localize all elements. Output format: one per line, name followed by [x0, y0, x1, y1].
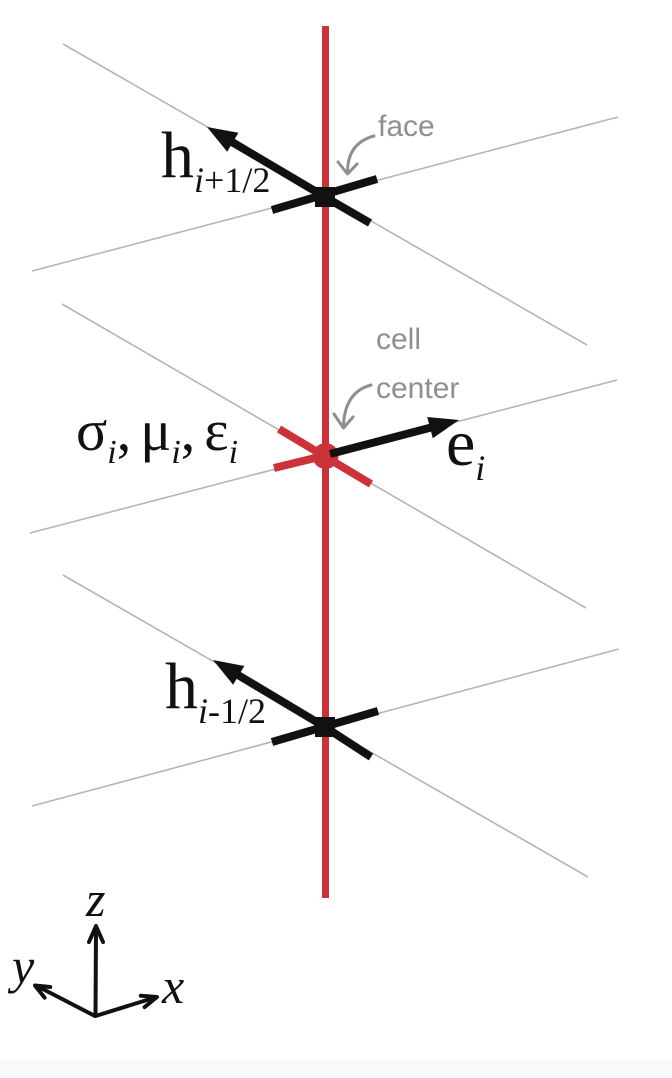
- e-label: ei: [446, 411, 485, 487]
- separator: ,: [116, 398, 132, 463]
- face-pointer-curve: [346, 134, 376, 173]
- axis-x-label: x: [162, 958, 185, 1014]
- h-bottom-label: hi-1/2: [165, 654, 266, 730]
- axis-z-label: z: [86, 871, 106, 927]
- axis-y-arrowhead: [33, 983, 53, 1000]
- h-top-arrow-head: [207, 127, 239, 152]
- cell-center-pointer-head: [332, 412, 355, 430]
- cell-center-annotation-line2: center: [376, 372, 460, 405]
- h-top-label: hi+1/2: [161, 123, 270, 199]
- sigma-symbol: σ: [76, 398, 108, 463]
- axis-y-label: y: [12, 938, 35, 994]
- h-top-label-subscript: i+1/2: [194, 160, 271, 200]
- axis-x-arrowhead: [138, 993, 159, 1010]
- h-bottom-arrow-head: [213, 660, 245, 685]
- mu-subscript: i: [171, 434, 181, 471]
- epsilon-symbol: ε: [204, 398, 229, 463]
- cell-center-annotation-line1: cell: [376, 323, 422, 356]
- e-arrow: [328, 417, 459, 458]
- face-pointer-arrow: [336, 134, 376, 176]
- e-arrow-head: [427, 417, 459, 439]
- sigma-subscript: i: [107, 434, 117, 471]
- h-bottom-arrow: [213, 660, 328, 731]
- cell-center-annotation: cell center: [376, 315, 459, 413]
- axis-y: [35, 984, 97, 1018]
- mu-symbol: μ: [140, 398, 172, 463]
- separator: ,: [180, 398, 196, 463]
- axes-triad: [33, 924, 159, 1018]
- axis-z: [93, 926, 98, 1018]
- e-arrow-shaft: [328, 423, 435, 458]
- axis-x: [93, 995, 157, 1018]
- face-pointer-head: [336, 160, 359, 176]
- h-top-arrow-shaft: [229, 138, 328, 201]
- h-bottom-label-base: h: [165, 650, 198, 723]
- material-properties-label: σi,μi,εi: [76, 402, 238, 470]
- h-top-label-base: h: [161, 119, 194, 192]
- h-bottom-arrow-shaft: [235, 671, 328, 731]
- cell-center-pointer-curve: [342, 383, 373, 427]
- epsilon-subscript: i: [228, 434, 239, 471]
- e-label-base: e: [446, 407, 476, 480]
- bottom-strip: [0, 1060, 672, 1078]
- axis-z-arrowhead: [87, 924, 105, 944]
- cell-center-pointer-arrow: [332, 383, 373, 430]
- h-bottom-label-subscript: i-1/2: [198, 691, 267, 731]
- e-label-subscript: i: [475, 448, 486, 488]
- h-top-arrow: [207, 127, 328, 201]
- face-annotation: face: [378, 110, 435, 143]
